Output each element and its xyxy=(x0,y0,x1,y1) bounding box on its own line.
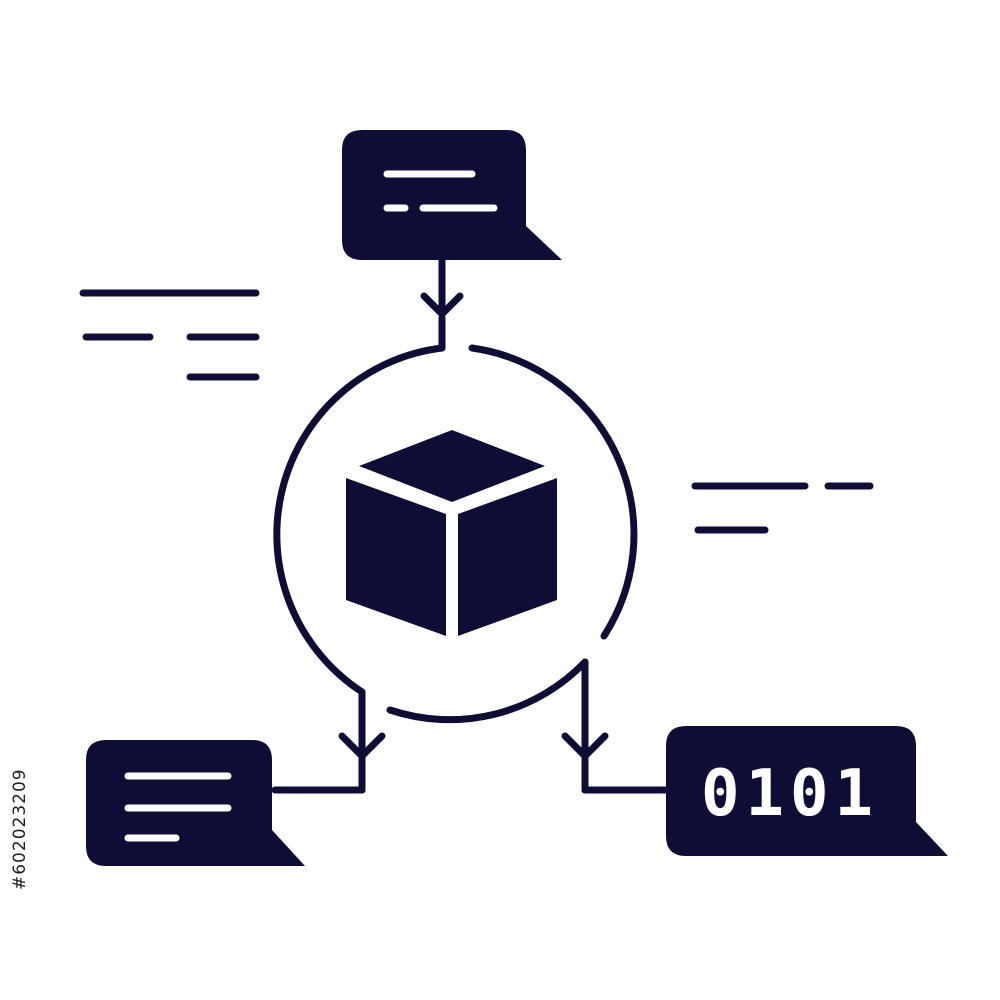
stock-id-label: #602023209 xyxy=(10,768,30,890)
bottom-right-binary-bubble-icon: 0101 xyxy=(666,726,948,856)
left-connector-arrow xyxy=(271,688,386,794)
central-cube-icon xyxy=(346,430,557,636)
process-cycle-ring xyxy=(273,344,638,724)
binary-code-text: 0101 xyxy=(701,757,879,831)
bottom-left-chat-bubble-icon xyxy=(86,740,305,866)
speed-lines-left xyxy=(79,289,260,381)
right-connector-arrow xyxy=(561,658,672,794)
top-connector-arrow xyxy=(420,256,464,352)
top-chat-bubble-icon xyxy=(342,130,562,260)
speed-lines-right xyxy=(691,482,874,534)
